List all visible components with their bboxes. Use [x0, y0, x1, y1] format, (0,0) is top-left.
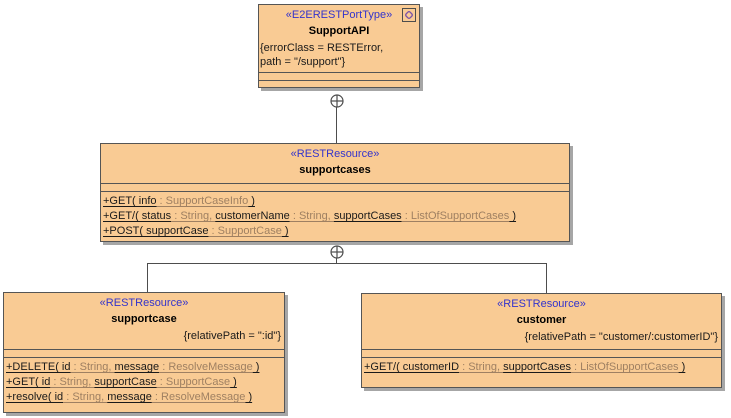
operations-compartment: +GET/( customerID : String, supportCases… — [362, 357, 721, 387]
containment-edge-stub[interactable] — [336, 258, 337, 264]
class-box-supportcases[interactable]: «RESTResource» supportcases +GET( info :… — [100, 143, 570, 242]
class-box-customer[interactable]: «RESTResource» customer {relativePath = … — [361, 293, 722, 388]
containment-circled-plus-icon[interactable] — [330, 245, 344, 259]
operation[interactable]: +DELETE( id : String, message : ResolveM… — [6, 361, 260, 373]
containment-circled-plus-icon[interactable] — [330, 94, 344, 108]
operations-compartment: +DELETE( id : String, message : ResolveM… — [4, 357, 284, 412]
porttype-icon — [402, 8, 416, 22]
class-name: supportcases — [299, 164, 371, 176]
operation[interactable]: +GET/( customerID : String, supportCases… — [364, 361, 686, 373]
properties-line-1: {errorClass = RESTError, — [260, 42, 384, 54]
containment-edge-supportapi-supportcases[interactable] — [336, 107, 337, 143]
stereotype-label: «RESTResource» — [497, 298, 586, 310]
properties-line: {relativePath = "customer/:customerID"} — [524, 331, 718, 343]
operations-compartment-empty — [259, 80, 419, 87]
operation[interactable]: +GET( info : SupportCaseInfo ) — [103, 195, 255, 207]
containment-edge-supportcases-customer[interactable] — [546, 263, 547, 293]
containment-edge-supportcases-supportcase[interactable] — [147, 263, 148, 292]
class-name: customer — [516, 314, 567, 326]
attributes-compartment-empty — [4, 349, 284, 357]
attributes-compartment-empty — [259, 72, 419, 80]
operation[interactable]: +GET/( status : String, customerName : S… — [103, 210, 517, 222]
attributes-compartment-empty — [362, 349, 721, 357]
operation[interactable]: +POST( supportCase : SupportCase ) — [103, 225, 289, 237]
attributes-compartment-empty — [101, 183, 569, 191]
stereotype-label: «RESTResource» — [99, 297, 189, 309]
stereotype-label: «E2ERESTPortType» — [285, 9, 393, 21]
properties-line: {relativePath = ":id"} — [183, 330, 281, 342]
operations-compartment: +GET( info : SupportCaseInfo ) +GET/( st… — [101, 191, 569, 241]
name-compartment-supportcase: «RESTResource» supportcase {relativePath… — [4, 293, 284, 349]
operation[interactable]: +GET( id : String, supportCase : Support… — [6, 376, 237, 388]
stereotype-label: «RESTResource» — [290, 148, 380, 160]
operation[interactable]: +resolve( id : String, message : Resolve… — [6, 391, 253, 403]
class-name: SupportAPI — [308, 25, 370, 37]
name-compartment-supportapi: «E2ERESTPortType» SupportAPI {errorClass… — [259, 5, 419, 72]
name-compartment-customer: «RESTResource» customer {relativePath = … — [362, 294, 721, 349]
class-box-supportapi[interactable]: «E2ERESTPortType» SupportAPI {errorClass… — [258, 4, 420, 88]
properties-line-2: path = "/support"} — [260, 56, 346, 68]
containment-edge-branch[interactable] — [147, 263, 547, 264]
class-name: supportcase — [111, 313, 177, 325]
name-compartment-supportcases: «RESTResource» supportcases — [101, 144, 569, 183]
class-box-supportcase[interactable]: «RESTResource» supportcase {relativePath… — [3, 292, 285, 413]
